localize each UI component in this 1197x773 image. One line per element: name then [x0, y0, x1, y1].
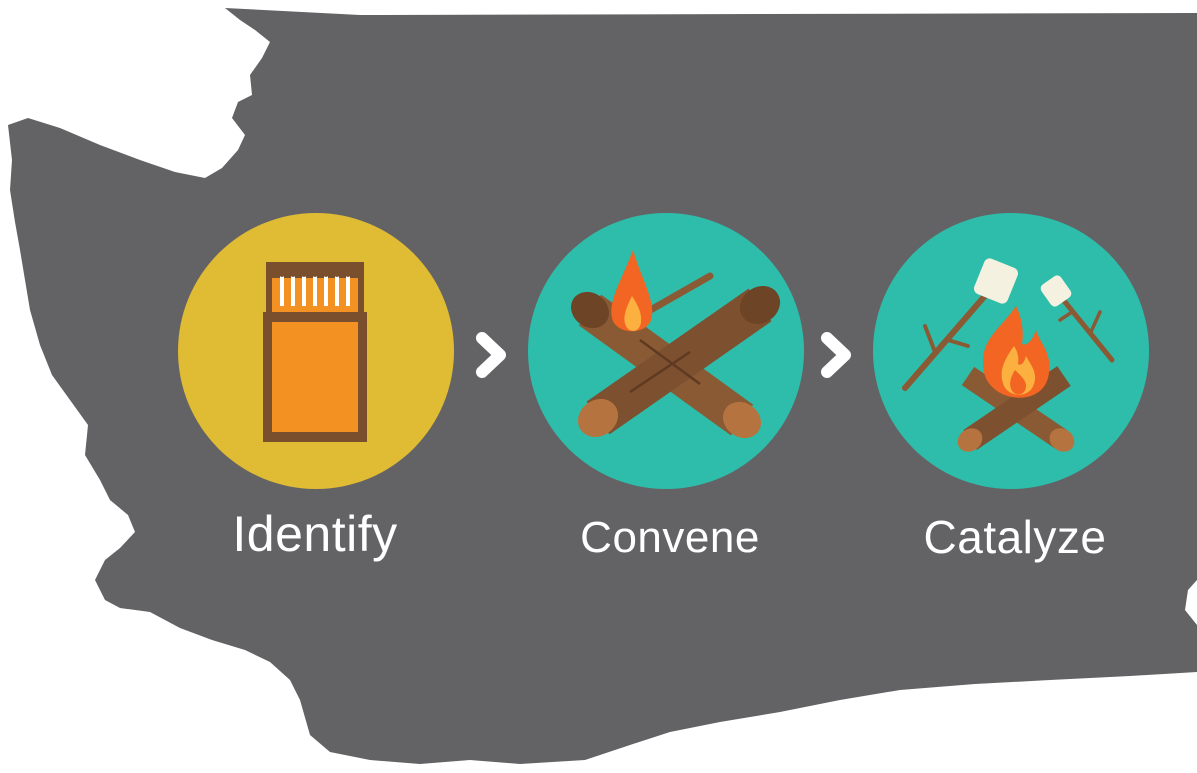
marshmallow-campfire-icon: [902, 258, 1115, 452]
convene-step: [528, 213, 804, 489]
chevron-right-icon: [476, 332, 506, 378]
identify-step: [178, 213, 454, 489]
chevron-right-icon: [821, 332, 851, 378]
convene-label: Convene: [580, 513, 760, 562]
matchbox-icon: [263, 262, 367, 442]
campfire-logs-icon: [570, 250, 781, 439]
catalyze-label: Catalyze: [923, 511, 1107, 563]
identify-label: Identify: [232, 506, 398, 562]
catalyze-step: [873, 213, 1149, 489]
